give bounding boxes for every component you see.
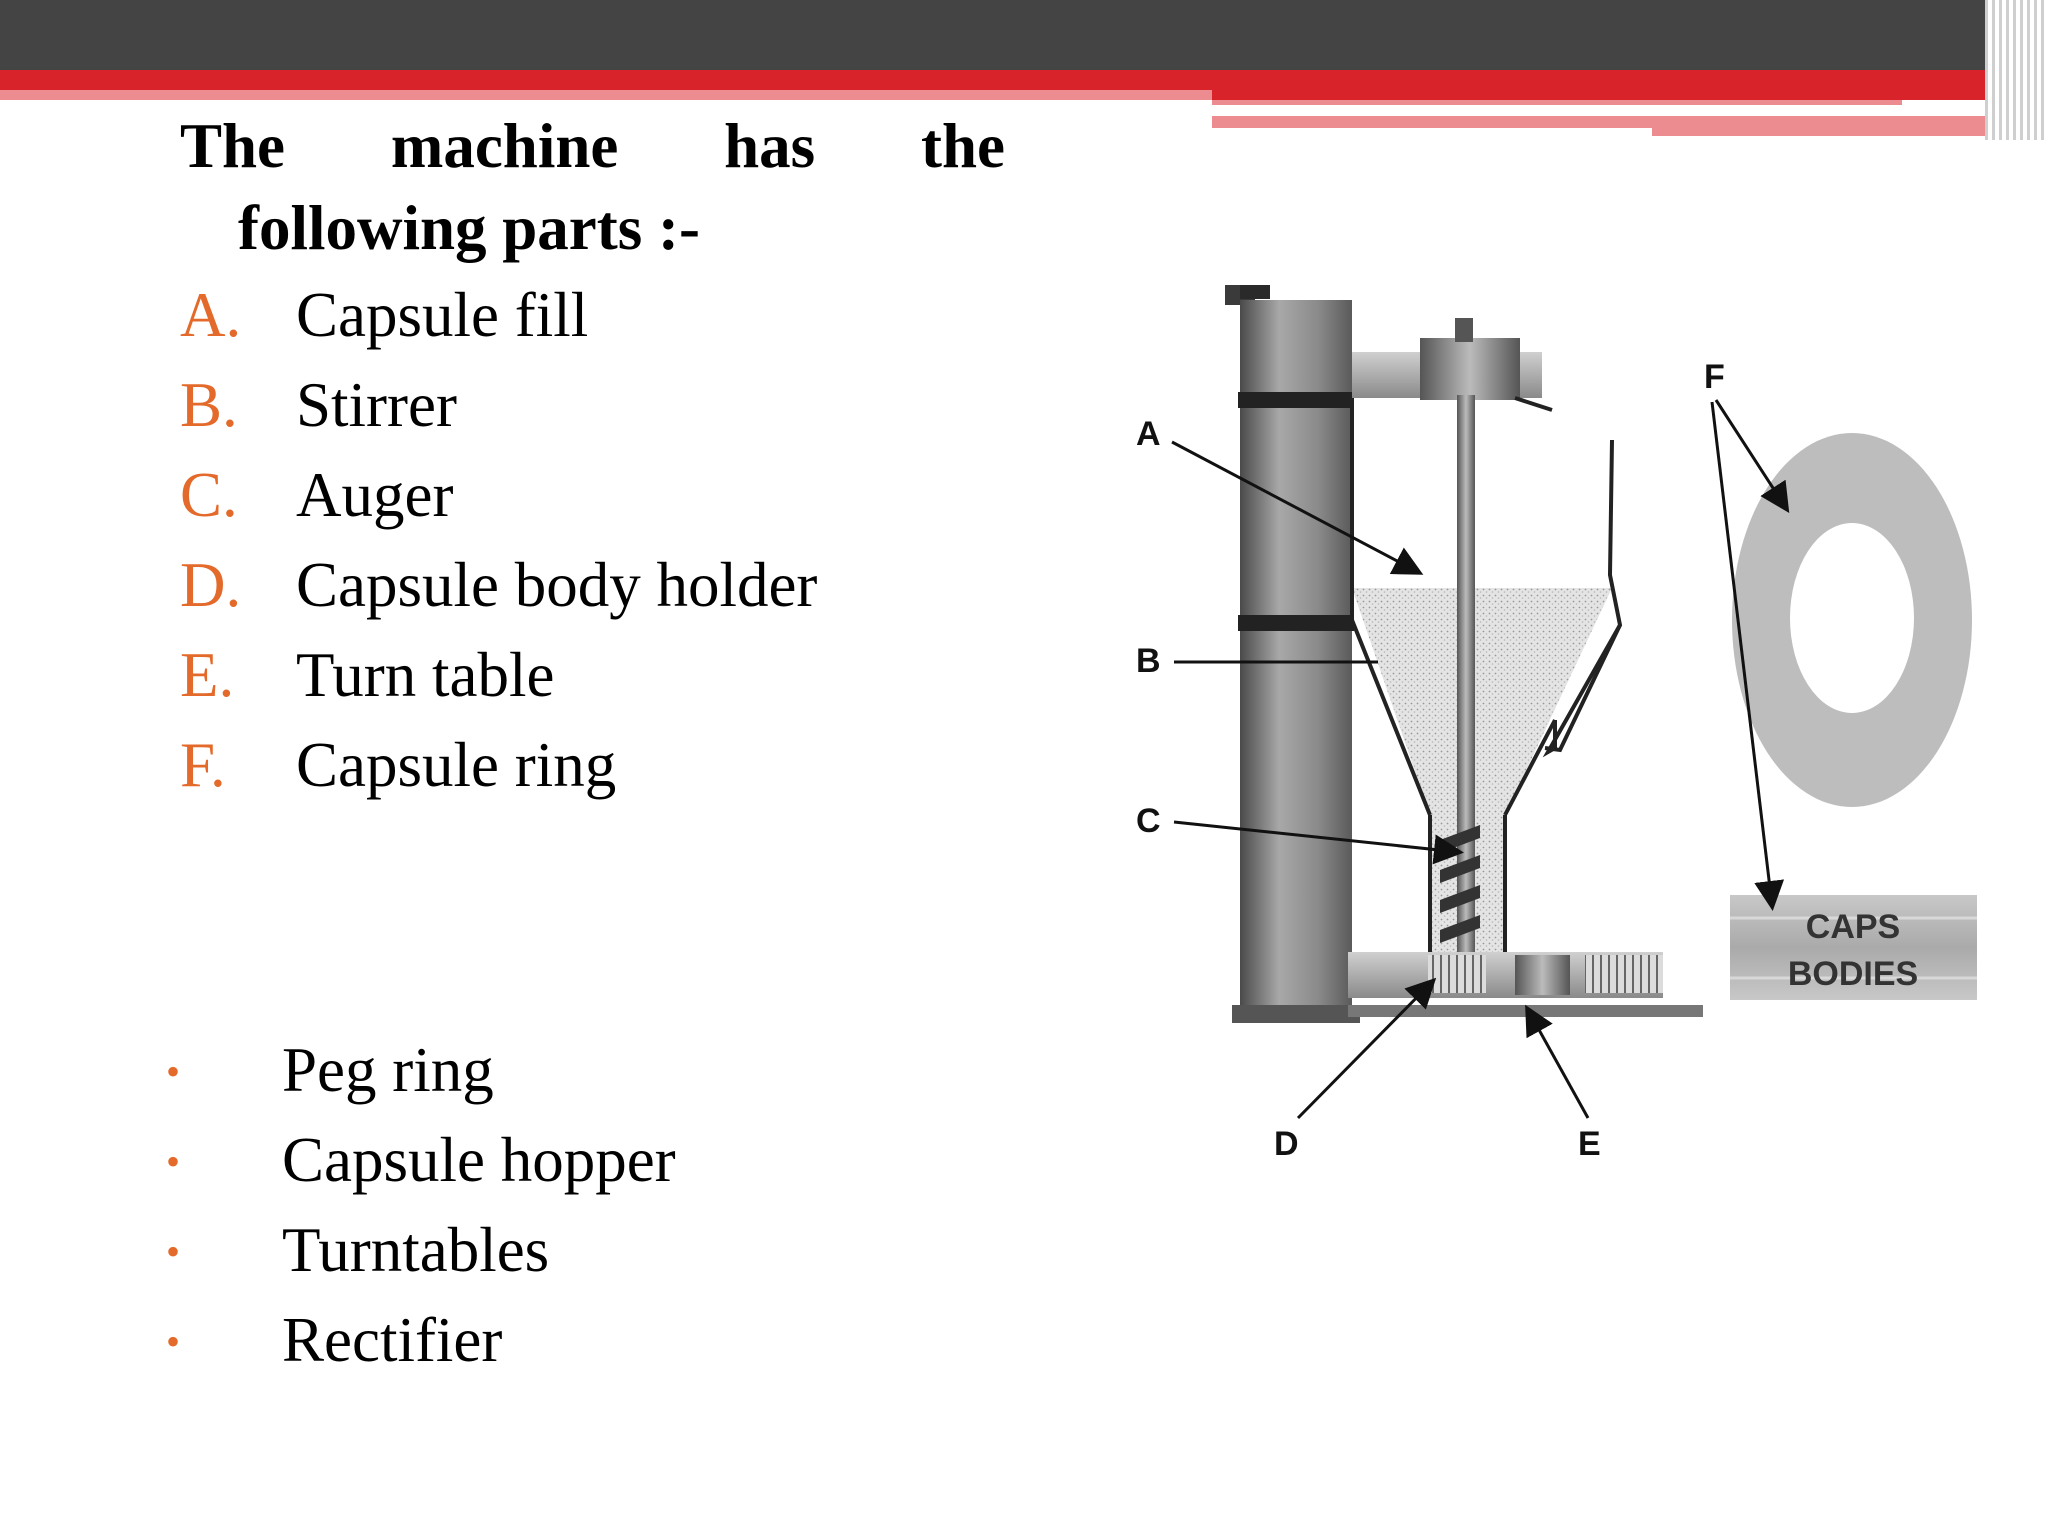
header-stripe [1212, 111, 1992, 116]
bullet-icon: • [166, 1319, 181, 1364]
list-text: Capsule body holder [296, 550, 818, 620]
callout-letters: A B C D E F [1136, 358, 1725, 1163]
list-text: Turn table [296, 640, 555, 710]
arrow-c [1173, 820, 1464, 865]
callout-label-c: C [1136, 802, 1161, 840]
callout-label-a: A [1136, 415, 1161, 453]
heading-word: machine [390, 111, 619, 181]
capsule-filling-machine-diagram: CAPS BODIES A B C D E F [1136, 285, 1977, 1163]
parts-list: A. Capsule fill B. Stirrer C. Auger D. Capsu… [180, 270, 817, 810]
heading-word: the [921, 111, 1005, 181]
bodies-label: BODIES [1788, 955, 1918, 993]
list-letter: A. [180, 280, 242, 350]
header-bar [0, 0, 2048, 70]
list-letter: D. [180, 550, 242, 620]
list-letter: B. [180, 370, 238, 440]
callout-label-f: F [1704, 358, 1725, 396]
powder-fill [1352, 588, 1612, 815]
list-text: Capsule hopper [282, 1125, 676, 1195]
stirrer-shaft [1457, 395, 1475, 955]
arrow-f1 [1714, 399, 1790, 514]
callout-label-b: B [1136, 642, 1161, 680]
list-item: • Peg ring [166, 1025, 676, 1115]
list-text: Capsule ring [296, 730, 617, 800]
caps-bodies-bar: CAPS BODIES [1730, 895, 1977, 1000]
list-text: Stirrer [296, 370, 457, 440]
bullet-icon: • [166, 1139, 181, 1184]
list-item: F. Capsule ring [180, 720, 817, 810]
list-item: • Capsule hopper [166, 1115, 676, 1205]
list-item: E. Turn table [180, 630, 817, 720]
arrow-d [1296, 977, 1437, 1120]
heading-word: The [180, 111, 286, 181]
bullet-list: • Peg ring • Capsule hopper • Turntables • R… [166, 1025, 676, 1385]
callout-label-e: E [1578, 1125, 1601, 1163]
list-item: • Rectifier [166, 1295, 676, 1385]
list-letter: F. [180, 730, 226, 800]
capsule-ring [1732, 433, 1972, 807]
list-item: A. Capsule fill [180, 270, 817, 360]
list-item: B. Stirrer [180, 360, 817, 450]
heading-line-2: following parts :- [238, 193, 700, 263]
list-text: Peg ring [282, 1035, 494, 1105]
turntable [1348, 952, 1703, 1017]
header-stripe [1212, 100, 1902, 105]
list-item: C. Auger [180, 450, 817, 540]
slide-heading: The machine has the following parts :- [180, 105, 1005, 269]
header-vertical-lines [1985, 0, 2048, 140]
list-item: D. Capsule body holder [180, 540, 817, 630]
hopper [1350, 405, 1623, 952]
list-text: Turntables [282, 1215, 550, 1285]
list-text: Capsule fill [296, 280, 589, 350]
header-red-band [0, 70, 2048, 90]
header-pink-band [0, 90, 1212, 100]
callout-arrows [1171, 399, 1790, 1120]
caps-label: CAPS [1806, 908, 1900, 946]
arrow-f2 [1710, 401, 1785, 911]
callout-label-d: D [1274, 1125, 1299, 1163]
arrow-a [1171, 440, 1424, 575]
list-text: Rectifier [282, 1305, 503, 1375]
motor-housing [1352, 318, 1553, 412]
list-letter: E. [180, 640, 235, 710]
list-text: Auger [296, 460, 454, 530]
arrow-e [1525, 1004, 1590, 1119]
bullet-icon: • [166, 1049, 181, 1094]
machine-column [1225, 285, 1360, 1023]
header-stripe [1212, 90, 1992, 100]
list-letter: C. [180, 460, 238, 530]
list-item: • Turntables [166, 1205, 676, 1295]
heading-word: has [724, 111, 816, 181]
bullet-icon: • [166, 1229, 181, 1274]
header-stripe [1212, 128, 1652, 136]
heading-line-1: The machine has the [180, 105, 1005, 187]
